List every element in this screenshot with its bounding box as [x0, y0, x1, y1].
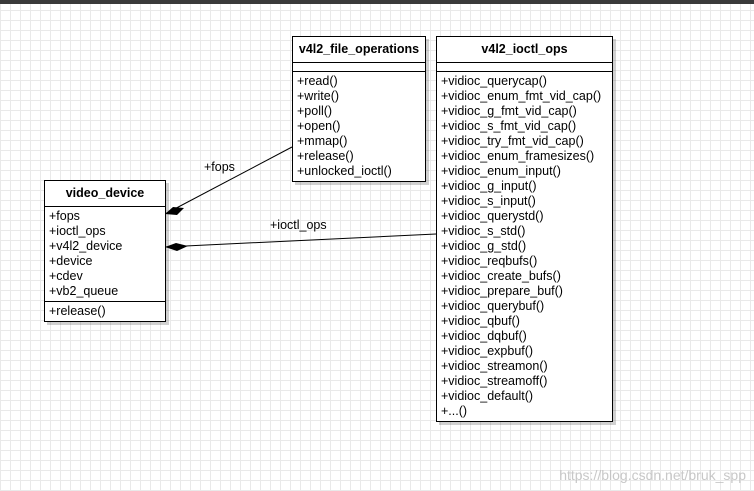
operation-row: +release() [297, 149, 354, 163]
operation-row: +vidioc_enum_input() [441, 164, 561, 178]
operation-row: +write() [297, 89, 340, 103]
operation-row: +vidioc_g_fmt_vid_cap() [441, 104, 577, 118]
v4l2-ioctl-ops-class[interactable]: v4l2_ioctl_ops +vidioc_querycap() +vidio… [436, 36, 613, 422]
attribute-row: +fops [49, 209, 80, 223]
operation-row: +vidioc_g_input() [441, 179, 537, 193]
ioctl-ops-composition-diamond [165, 243, 188, 251]
operation-row: +mmap() [297, 134, 348, 148]
operation-row: +vidioc_reqbufs() [441, 254, 538, 268]
attribute-row: +ioctl_ops [49, 224, 106, 238]
attribute-row: +v4l2_device [49, 239, 123, 253]
operation-row: +...() [441, 404, 468, 418]
operation-row: +vidioc_default() [441, 389, 534, 403]
v4l2-ioctl-ops-class-name: v4l2_ioctl_ops [437, 37, 612, 63]
v4l2-file-operations-attributes [293, 63, 425, 72]
operation-row: +vidioc_querycap() [441, 74, 547, 88]
operation-row: +vidioc_querystd() [441, 209, 544, 223]
v4l2-file-operations-class-name: v4l2_file_operations [293, 37, 425, 63]
v4l2-file-operations-operations: +read() +write() +poll() +open() +mmap()… [293, 72, 425, 181]
watermark: https://blog.csdn.net/bruk_spp [559, 467, 746, 483]
operation-row: +vidioc_streamon() [441, 359, 548, 373]
operation-row: +unlocked_ioctl() [297, 164, 392, 178]
operation-row: +vidioc_g_std() [441, 239, 527, 253]
v4l2-ioctl-ops-attributes [437, 63, 612, 72]
operation-row: +vidioc_querybuf() [441, 299, 545, 313]
operation-row: +vidioc_expbuf() [441, 344, 534, 358]
ioctl-ops-association-line [164, 233, 437, 248]
operation-row: +release() [49, 304, 106, 318]
v4l2-ioctl-ops-operations: +vidioc_querycap() +vidioc_enum_fmt_vid_… [437, 72, 612, 421]
operation-row: +open() [297, 119, 341, 133]
v4l2-file-operations-class[interactable]: v4l2_file_operations +read() +write() +p… [292, 36, 426, 182]
operation-row: +vidioc_dqbuf() [441, 329, 527, 343]
operation-row: +vidioc_qbuf() [441, 314, 520, 328]
video-device-attributes: +fops +ioctl_ops +v4l2_device +device +c… [45, 207, 165, 302]
operation-row: +vidioc_enum_fmt_vid_cap() [441, 89, 602, 103]
operation-row: +vidioc_s_std() [441, 224, 526, 238]
operation-row: +vidioc_streamoff() [441, 374, 548, 388]
ioctl-ops-association-label: +ioctl_ops [270, 218, 327, 232]
operation-row: +read() [297, 74, 338, 88]
fops-association-label: +fops [204, 160, 235, 174]
video-device-operations: +release() [45, 302, 165, 321]
operation-row: +vidioc_prepare_buf() [441, 284, 563, 298]
operation-row: +vidioc_enum_framesizes() [441, 149, 595, 163]
attribute-row: +vb2_queue [49, 284, 119, 298]
operation-row: +vidioc_s_input() [441, 194, 536, 208]
video-device-class[interactable]: video_device +fops +ioctl_ops +v4l2_devi… [44, 180, 166, 322]
fops-composition-diamond [165, 207, 184, 215]
video-device-class-name: video_device [45, 181, 165, 207]
operation-row: +vidioc_create_bufs() [441, 269, 561, 283]
attribute-row: +cdev [49, 269, 83, 283]
attribute-row: +device [49, 254, 93, 268]
operation-row: +vidioc_s_fmt_vid_cap() [441, 119, 577, 133]
fops-association-line [164, 146, 293, 215]
operation-row: +vidioc_try_fmt_vid_cap() [441, 134, 584, 148]
top-bar [0, 0, 754, 4]
operation-row: +poll() [297, 104, 333, 118]
